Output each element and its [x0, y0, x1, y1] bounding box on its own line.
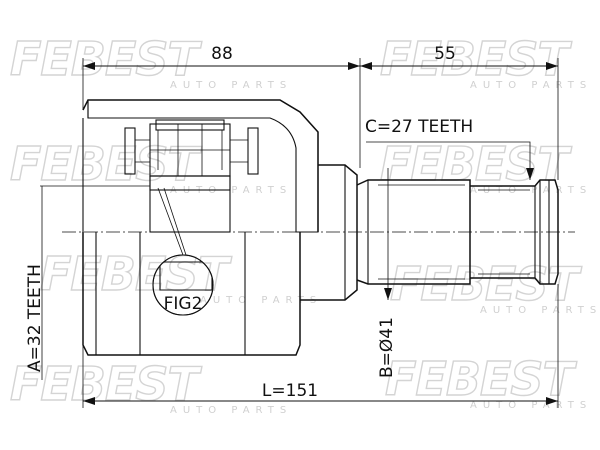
- watermark-brand: FEBEST: [40, 247, 232, 301]
- watermark-tagline: AUTO PARTS: [470, 185, 592, 196]
- roller-cap: [155, 119, 225, 131]
- watermark-brand: FEBEST: [10, 137, 202, 191]
- seal-dia-label: B=Ø41: [377, 317, 397, 378]
- neck-outline: [300, 164, 358, 301]
- spline-end: [470, 179, 559, 285]
- dim-55-label: 55: [434, 44, 456, 64]
- watermark-tagline: AUTO PARTS: [170, 80, 292, 91]
- spline-outer-label: C=27 TEETH: [365, 117, 473, 137]
- watermark-row-1: FEBEST FEBEST AUTO PARTS AUTO PARTS: [9, 31, 592, 91]
- watermark-brand: FEBEST: [380, 137, 572, 191]
- spline-outer-leader: [366, 141, 531, 180]
- roller-side-right: [230, 139, 249, 163]
- watermark-tagline: AUTO PARTS: [470, 80, 592, 91]
- stub-shaft: [356, 179, 471, 285]
- spline-inner-label: A=32 TEETH: [25, 264, 45, 372]
- watermark-tagline: AUTO PARTS: [480, 305, 600, 316]
- fig2-label: FIG2: [164, 294, 203, 314]
- spider-hub: [149, 175, 231, 233]
- dim-88-label: 88: [211, 44, 233, 64]
- watermark-layer: FEBEST FEBEST AUTO PARTS AUTO PARTS FEBE…: [9, 31, 600, 416]
- fig2-callout: FIG2: [152, 254, 214, 316]
- watermark-row-3: FEBEST FEBEST AUTO PARTS AUTO PARTS: [39, 246, 600, 316]
- fig2-leader: [157, 187, 184, 256]
- watermark-tagline: AUTO PARTS: [470, 400, 592, 411]
- watermark-brand: FEBEST: [380, 32, 572, 86]
- joint-body: [62, 99, 575, 356]
- dimensions: 88 55 C=27 TEETH A=32 TEETH B=Ø41 L=151: [25, 44, 559, 408]
- housing-wall-section: [87, 99, 319, 233]
- watermark-brand: FEBEST: [10, 32, 202, 86]
- dim-length-label: L=151: [262, 381, 318, 401]
- watermark-tagline: AUTO PARTS: [200, 295, 322, 306]
- watermark-tagline: AUTO PARTS: [170, 405, 292, 416]
- housing-lower-outline: [82, 232, 301, 356]
- watermark-row-2: FEBEST FEBEST AUTO PARTS AUTO PARTS: [9, 136, 592, 196]
